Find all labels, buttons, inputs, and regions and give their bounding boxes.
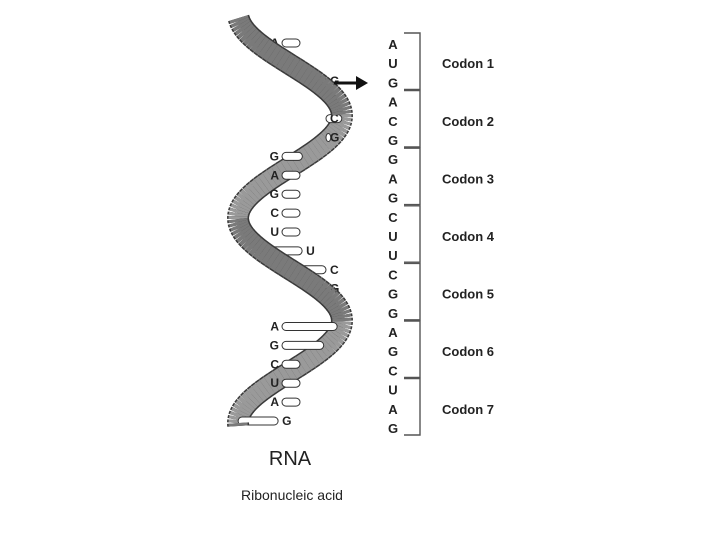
codon-base: C [388, 114, 398, 129]
codon-bracket [404, 320, 421, 379]
codon-base: A [388, 37, 398, 52]
base-label: G [270, 338, 279, 352]
codon-label: Codon 2 [442, 114, 494, 129]
codon-base: U [388, 383, 397, 398]
codon-base: G [388, 287, 398, 302]
codon-base: U [388, 229, 397, 244]
codon-base: A [388, 402, 398, 417]
codon-label: Codon 5 [442, 287, 494, 302]
codon-group: GAG Codon 3 [388, 147, 494, 206]
base-label: U [270, 225, 279, 239]
codon-base: A [388, 171, 398, 186]
base-label: C [330, 112, 339, 126]
base-label: G [330, 74, 339, 88]
codon-base: G [388, 75, 398, 90]
right-arrow-icon [334, 76, 368, 90]
diagram-title: RNA [269, 448, 312, 470]
helix-base: A [270, 168, 301, 182]
codon-base: C [388, 363, 398, 378]
base-label: G [282, 414, 291, 428]
base-label: A [270, 320, 279, 334]
helix-base: G [325, 131, 339, 145]
codon-label: Codon 7 [442, 402, 494, 417]
base-label: A [270, 168, 279, 182]
codon-base: U [388, 56, 397, 71]
rna-helix: AUGACGGAGCUUCGGAGCUAG [227, 14, 353, 428]
helix-base: C [270, 357, 301, 371]
codon-base: G [388, 344, 398, 359]
codon-label: Codon 6 [442, 344, 494, 359]
base-label: C [270, 357, 279, 371]
helix-base: A [270, 395, 301, 409]
codon-bracket [404, 262, 421, 321]
codon-label: Codon 4 [442, 229, 495, 244]
codon-label: Codon 3 [442, 171, 494, 186]
codon-base: G [388, 133, 398, 148]
codon-base: U [388, 248, 397, 263]
helix-base: G [270, 338, 325, 352]
helix-base: U [270, 225, 301, 239]
base-label: U [270, 376, 279, 390]
codon-group: ACG Codon 2 [388, 89, 494, 148]
codon-base: A [388, 325, 398, 340]
base-label: C [330, 263, 339, 277]
base-label: C [270, 206, 279, 220]
helix-base: A [270, 320, 338, 334]
codon-group: AUG Codon 1 [388, 32, 494, 91]
codon-bracket [404, 89, 421, 148]
codon-group: UAG Codon 7 [388, 377, 494, 436]
codon-base: A [388, 95, 398, 110]
codon-bracket [404, 205, 421, 263]
codon-base: C [388, 267, 398, 282]
base-label: G [330, 131, 339, 145]
base-label: G [270, 187, 279, 201]
codon-base: G [388, 421, 398, 436]
codon-label: Codon 1 [442, 56, 494, 71]
helix-base: C [270, 206, 301, 220]
codon-base: G [388, 306, 398, 321]
base-label: A [270, 395, 279, 409]
base-label: G [270, 149, 279, 163]
codon-group: AGC Codon 6 [388, 320, 494, 379]
codon-bracket [404, 147, 421, 206]
helix-base: U [270, 376, 301, 390]
codon-base: G [388, 191, 398, 206]
ribbon-front [227, 14, 353, 427]
helix-base: G [270, 187, 301, 201]
codon-bracket [404, 32, 421, 91]
codon-base: G [388, 152, 398, 167]
base-label: U [306, 244, 315, 258]
codon-bracket [404, 377, 421, 436]
diagram-subtitle: Ribonucleic acid [241, 487, 343, 503]
codon-base: C [388, 210, 398, 225]
helix-base: G [270, 149, 303, 163]
